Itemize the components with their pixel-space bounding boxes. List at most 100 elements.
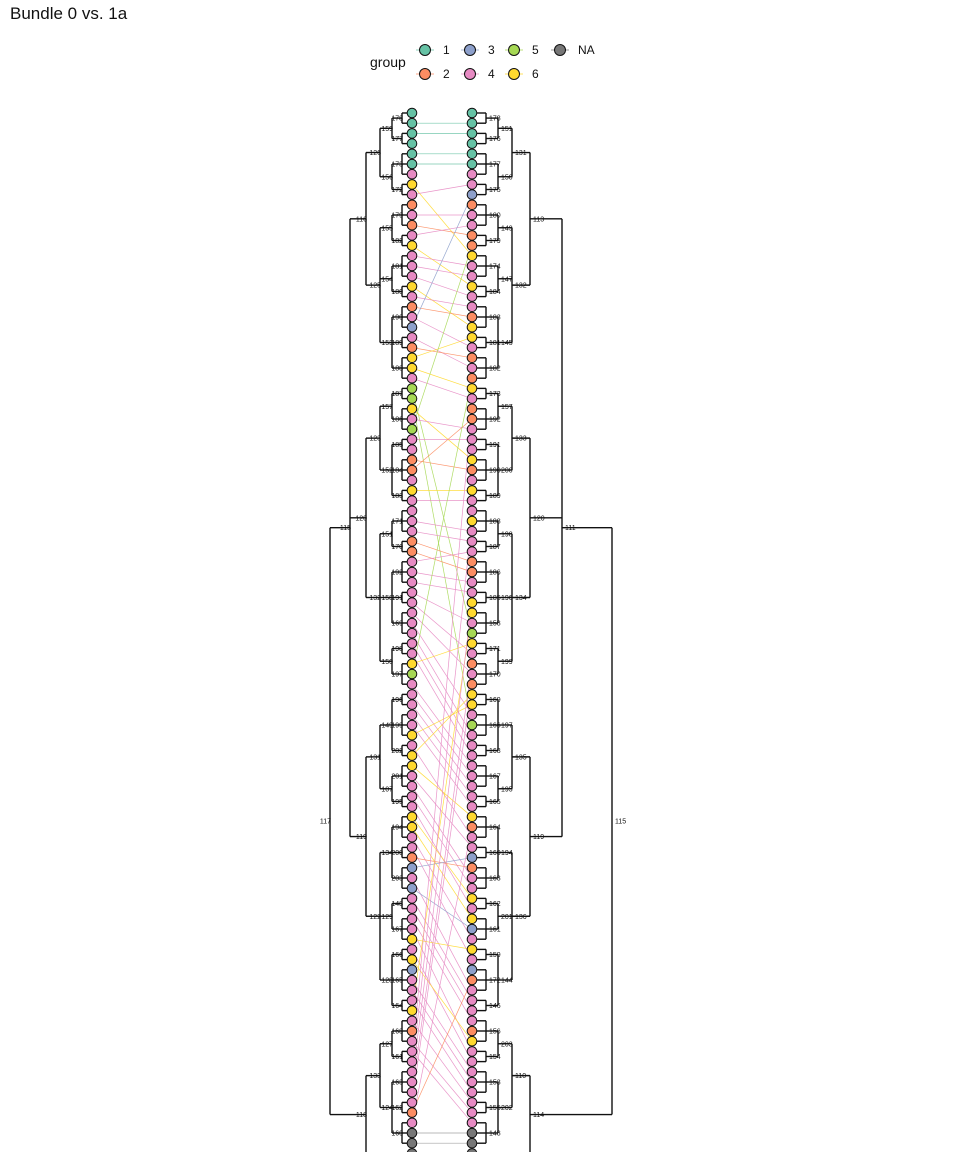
tangle-link <box>411 694 473 756</box>
left-tip <box>406 791 418 802</box>
left-tip <box>406 770 418 782</box>
node-label: 172 <box>391 187 403 194</box>
node-label: 134 <box>515 595 527 602</box>
right-tip <box>466 209 478 221</box>
tangle-link <box>411 592 473 624</box>
node-label: 135 <box>515 754 527 761</box>
left-tip <box>406 658 418 670</box>
node-label: 202 <box>391 748 403 755</box>
node-label: 127 <box>381 1041 393 1048</box>
left-tip <box>406 372 418 384</box>
left-tip <box>406 1005 418 1016</box>
right-tip <box>466 1148 478 1152</box>
right-tip <box>466 403 478 415</box>
node-label: 167 <box>489 774 501 781</box>
node-label: 188 <box>489 519 501 526</box>
tangle-link <box>411 898 473 1001</box>
node-label: 146 <box>489 1003 501 1010</box>
node-label: 181 <box>489 340 501 347</box>
node-label: 152 <box>381 468 393 475</box>
tangle-link <box>411 520 473 1072</box>
node-label: 198 <box>501 531 513 538</box>
right-tip <box>466 270 478 282</box>
node-label: 110 <box>515 1073 526 1080</box>
right-tip <box>466 179 478 190</box>
tangle-link <box>411 633 473 736</box>
left-tip <box>406 189 418 200</box>
right-tip <box>466 495 478 506</box>
legend-label-2: 2 <box>443 67 450 81</box>
tangle-link <box>411 347 473 359</box>
left-tip <box>406 423 418 435</box>
right-tip <box>466 821 478 833</box>
right-tip <box>466 413 478 425</box>
left-tip <box>406 689 418 700</box>
node-label: 115 <box>340 525 351 532</box>
node-label: 188 <box>391 366 403 373</box>
node-label: 201 <box>501 914 513 921</box>
right-tip <box>466 903 478 914</box>
left-tip <box>406 138 418 149</box>
node-label: 170 <box>391 544 403 551</box>
node-label: 147 <box>501 276 513 283</box>
left-tip <box>406 729 418 741</box>
right-tip <box>466 648 478 659</box>
node-label: 158 <box>381 595 393 602</box>
tangle-link <box>411 408 473 1062</box>
legend-key-NA <box>554 44 566 56</box>
node-label: 126 <box>369 150 381 157</box>
tangle-link <box>411 704 473 787</box>
tangle-link <box>411 296 473 308</box>
left-tip <box>406 668 418 680</box>
legend-label-6: 6 <box>532 67 539 81</box>
right-tip <box>466 689 478 700</box>
tangle-link <box>411 571 473 583</box>
right-tip <box>466 954 478 965</box>
node-label: 122 <box>369 914 381 921</box>
node-label: 199 <box>501 659 513 666</box>
node-label: 177 <box>489 162 501 169</box>
node-label: 185 <box>391 442 403 449</box>
right-tip <box>466 964 478 976</box>
node-label: 128 <box>381 978 393 985</box>
legend-label-1: 1 <box>443 43 450 57</box>
node-label: 156 <box>489 1029 501 1036</box>
node-label: 114 <box>533 1112 544 1119</box>
right-tip <box>466 230 478 241</box>
left-tip <box>406 852 418 863</box>
left-tip <box>406 168 418 180</box>
node-label: 165 <box>391 978 403 985</box>
node-label: 150 <box>381 659 393 666</box>
node-label: 190 <box>489 468 501 475</box>
right-tip <box>466 627 478 639</box>
left-tip <box>406 831 418 843</box>
node-label: 149 <box>381 723 393 730</box>
node-label: 187 <box>391 391 403 398</box>
node-label: 132 <box>369 595 381 602</box>
right-tip <box>466 107 478 119</box>
left-tip <box>406 709 418 721</box>
tangle-link <box>411 184 473 195</box>
left-tip <box>406 719 418 731</box>
left-tip <box>406 974 418 986</box>
tangle-link <box>411 551 473 563</box>
node-label: 180 <box>489 213 501 220</box>
node-label: 164 <box>489 825 501 832</box>
left-tip <box>406 485 418 496</box>
tangle-link <box>411 286 473 328</box>
node-label: 176 <box>489 136 501 143</box>
left-tip <box>406 281 418 292</box>
tangle-link <box>411 826 473 919</box>
tangle-link <box>411 378 473 675</box>
tangle-link <box>411 408 473 461</box>
node-label: 198 <box>391 646 403 653</box>
right-tip <box>466 862 478 874</box>
right-tip <box>466 913 478 925</box>
right-tip <box>466 1035 478 1047</box>
node-label: 197 <box>501 723 513 730</box>
left-tip <box>406 393 418 404</box>
left-tip <box>406 648 418 659</box>
node-label: 197 <box>391 672 403 679</box>
tangle-link <box>411 877 473 991</box>
